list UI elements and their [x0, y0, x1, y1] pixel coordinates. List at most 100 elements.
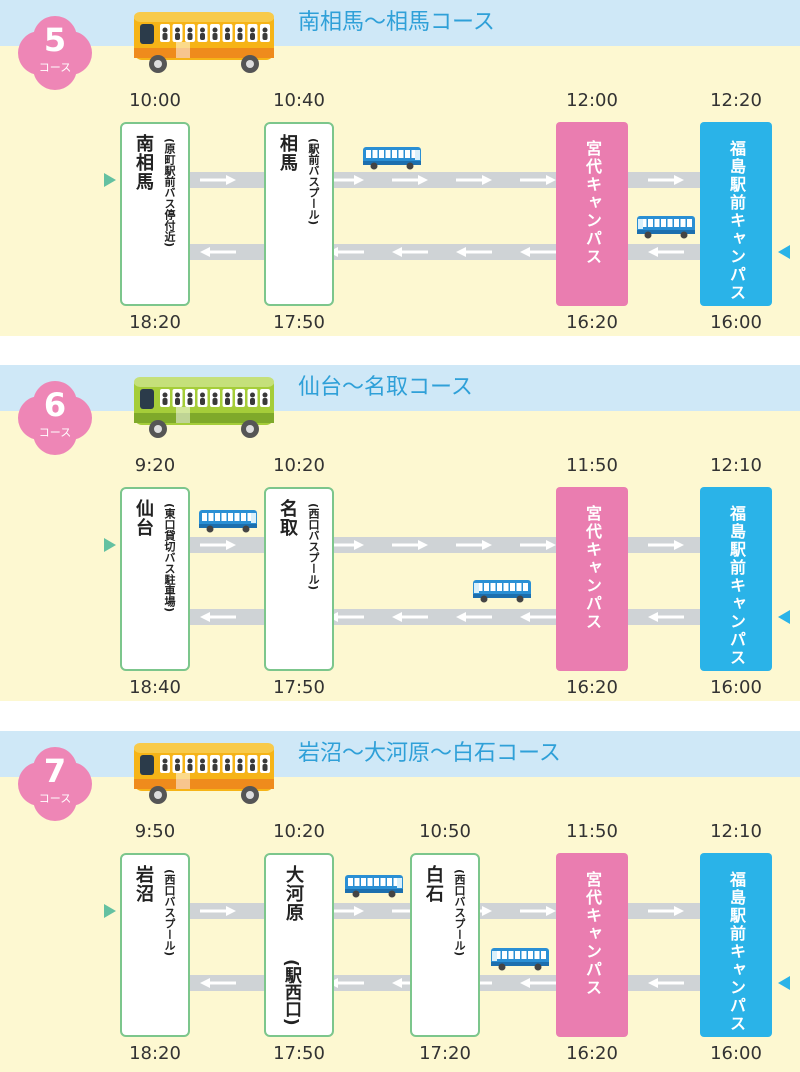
stop-detail: (西口バスプール) [307, 503, 320, 591]
fukushima-campus: 福島駅前キャンパス [700, 853, 772, 1037]
departure-time: 9:20 [134, 455, 176, 476]
mini-bus-icon [488, 946, 550, 972]
course-label: コース [38, 792, 72, 805]
return-time: 18:40 [129, 677, 181, 698]
departure-time: 10:00 [129, 90, 181, 111]
stop-name: 南相馬 [133, 134, 154, 191]
course-number: 5 [43, 21, 67, 59]
lane-arrow-icon [520, 247, 556, 257]
stop-detail: (東口貸切バス駐車場) [163, 503, 176, 613]
mini-bus-icon [634, 214, 696, 240]
bus-stop-stop2: 大河原 (駅西口) [264, 853, 334, 1037]
bus-icon [132, 373, 282, 441]
course-label: コース [38, 426, 72, 439]
arrival-time: 11:50 [566, 821, 618, 842]
lane-arrow-icon [200, 906, 236, 916]
campus-name: 宮代キャンパス [583, 140, 602, 266]
arrival-time: 11:50 [566, 455, 618, 476]
miyashiro-campus: 宮代キャンパス [556, 487, 628, 671]
return-time: 18:20 [129, 1043, 181, 1064]
arrival-time: 12:00 [566, 90, 618, 111]
arrival-time: 12:20 [710, 90, 762, 111]
departure-time: 10:20 [273, 455, 325, 476]
departure-time: 10:40 [273, 90, 325, 111]
course-label: コース [38, 61, 72, 74]
course-5: 5 コース 南相馬〜相馬コース南相馬 (原町駅前バス停付近) 10:00 18:20 相馬(… [0, 0, 800, 336]
fukushima-campus: 福島駅前キャンパス [700, 122, 772, 306]
lane-arrow-icon [456, 175, 492, 185]
course-number: 6 [43, 386, 67, 424]
lane-arrow-icon [200, 978, 236, 988]
stop-detail: (原町駅前バス停付近) [163, 138, 176, 248]
departure-time: 9:50 [134, 821, 176, 842]
lane-arrow-icon [456, 612, 492, 622]
campus-name: 福島駅前キャンパス [727, 871, 746, 1033]
campus-name: 福島駅前キャンパス [727, 505, 746, 667]
lane-arrow-icon [648, 978, 684, 988]
mini-bus-icon [344, 873, 406, 899]
lane-arrow-icon [200, 175, 236, 185]
departure-time: 16:00 [710, 677, 762, 698]
stop-name: 名取 [277, 499, 298, 537]
campus-name: 福島駅前キャンパス [727, 140, 746, 302]
end-arrow-icon [778, 245, 790, 259]
stop-detail: (駅前バスプール) [307, 138, 320, 226]
lane-arrow-icon [648, 540, 684, 550]
lane-arrow-icon [328, 175, 364, 185]
bus-illustration [134, 377, 274, 438]
departure-time: 16:00 [710, 312, 762, 333]
start-arrow-icon [104, 538, 116, 552]
lane-arrow-icon [456, 540, 492, 550]
stop-name: 白石 [423, 865, 444, 903]
course-title: 南相馬〜相馬コース [298, 10, 495, 35]
return-time: 17:20 [419, 1043, 471, 1064]
stop-name: 仙台 [133, 499, 154, 537]
lane-arrow-icon [328, 540, 364, 550]
campus-name: 宮代キャンパス [583, 871, 602, 997]
bus-icon [132, 739, 282, 807]
course-title: 岩沼〜大河原〜白石コース [298, 741, 561, 766]
fukushima-campus: 福島駅前キャンパス [700, 487, 772, 671]
lane-arrow-icon [648, 906, 684, 916]
lane-arrow-icon [392, 612, 428, 622]
mini-bus-icon [198, 508, 260, 534]
badge-petal [33, 396, 77, 440]
lane-arrow-icon [392, 175, 428, 185]
lane-arrow-icon [648, 175, 684, 185]
arrival-time: 12:10 [710, 821, 762, 842]
lane-arrow-icon [648, 247, 684, 257]
bus-illustration [134, 743, 274, 804]
bus-illustration [134, 12, 274, 73]
end-arrow-icon [778, 610, 790, 624]
lane-arrow-icon [648, 612, 684, 622]
lane-arrow-icon [520, 906, 556, 916]
miyashiro-campus: 宮代キャンパス [556, 853, 628, 1037]
bus-stop-stop2: 相馬 (駅前バスプール) [264, 122, 334, 306]
return-time: 17:50 [273, 312, 325, 333]
badge-petal [33, 762, 77, 806]
course-header-band [0, 0, 800, 46]
stop-name: 大河原 [283, 865, 304, 922]
stop-name: 相馬 [277, 134, 298, 172]
stop-detail: (駅西口) [281, 959, 301, 1026]
bus-stop-stop1: 仙台 (東口貸切バス駐車場) [120, 487, 190, 671]
bus-stop-stop2: 名取 (西口バスプール) [264, 487, 334, 671]
course-6: 6 コース 仙台〜名取コース仙台 (東口貸切バス駐車場) 9:20 18:40 名取 (西口バ… [0, 365, 800, 701]
start-arrow-icon [104, 904, 116, 918]
departure-time: 16:20 [566, 1043, 618, 1064]
lane-arrow-icon [392, 247, 428, 257]
return-time: 18:20 [129, 312, 181, 333]
lane-arrow-icon [520, 175, 556, 185]
departure-time: 16:00 [710, 1043, 762, 1064]
course-number-badge: 5 コース [18, 16, 92, 90]
lane-arrow-icon [520, 612, 556, 622]
bus-icon [132, 8, 282, 76]
course-number-badge: 6 コース [18, 381, 92, 455]
bus-stop-stop1: 南相馬 (原町駅前バス停付近) [120, 122, 190, 306]
bus-stop-stop3: 白石(西口バスプール) [410, 853, 480, 1037]
course-title: 仙台〜名取コース [298, 375, 473, 400]
lane-arrow-icon [456, 247, 492, 257]
stop-name: 岩沼 [133, 865, 154, 903]
